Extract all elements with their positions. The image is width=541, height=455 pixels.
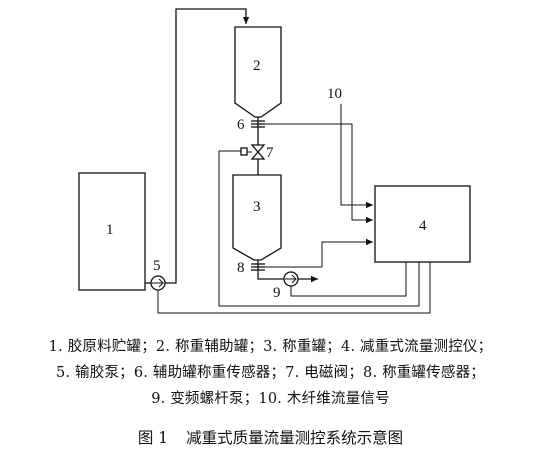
feed-line bbox=[165, 8, 250, 284]
legend-line-1: 1. 胶原料贮罐；2. 称重辅助罐；3. 称重罐；4. 减重式流量测控仪； bbox=[48, 339, 493, 355]
figure-title: 减重式质量流量测控系统示意图 bbox=[186, 429, 404, 447]
legend-line-2: 5. 输胶泵；6. 辅助罐称重传感器；7. 电磁阀；8. 称重罐传感器； bbox=[56, 365, 485, 381]
solenoid-valve-7 bbox=[240, 144, 266, 160]
figure-number: 图 1 bbox=[137, 429, 169, 447]
tank3-outlet-pipe bbox=[257, 260, 284, 280]
label-4: 4 bbox=[419, 218, 427, 234]
flow-controller-4 bbox=[374, 185, 471, 263]
label-3: 3 bbox=[253, 199, 261, 215]
label-1: 1 bbox=[106, 222, 114, 238]
label-8: 8 bbox=[237, 260, 245, 276]
weighing-tank-3 bbox=[232, 174, 282, 261]
glue-pump-5 bbox=[150, 275, 166, 291]
figure-caption: 图 1 减重式质量流量测控系统示意图 bbox=[0, 426, 541, 448]
fiber-flow-signal-line bbox=[340, 104, 373, 209]
sensor6-signal-line bbox=[265, 123, 373, 224]
aux-load-cell-6 bbox=[251, 120, 265, 128]
sensor8-signal-line bbox=[265, 238, 373, 268]
label-7: 7 bbox=[266, 145, 274, 161]
label-2: 2 bbox=[253, 58, 261, 74]
aux-weighing-tank-2 bbox=[234, 26, 282, 118]
label-9: 9 bbox=[273, 285, 281, 301]
legend-line-3: 9. 变频螺杆泵；10. 木纤维流量信号 bbox=[151, 391, 390, 407]
pump5-control-line bbox=[157, 262, 431, 314]
screw-pump-9 bbox=[283, 271, 299, 287]
label-6: 6 bbox=[237, 117, 245, 133]
process-diagram: 1 2 3 4 5 6 7 8 9 10 bbox=[78, 8, 471, 314]
label-5: 5 bbox=[153, 258, 161, 274]
pump9-control-line bbox=[290, 262, 407, 297]
valve-control-line bbox=[218, 150, 420, 307]
label-10: 10 bbox=[327, 86, 342, 102]
storage-tank-1 bbox=[78, 172, 146, 291]
